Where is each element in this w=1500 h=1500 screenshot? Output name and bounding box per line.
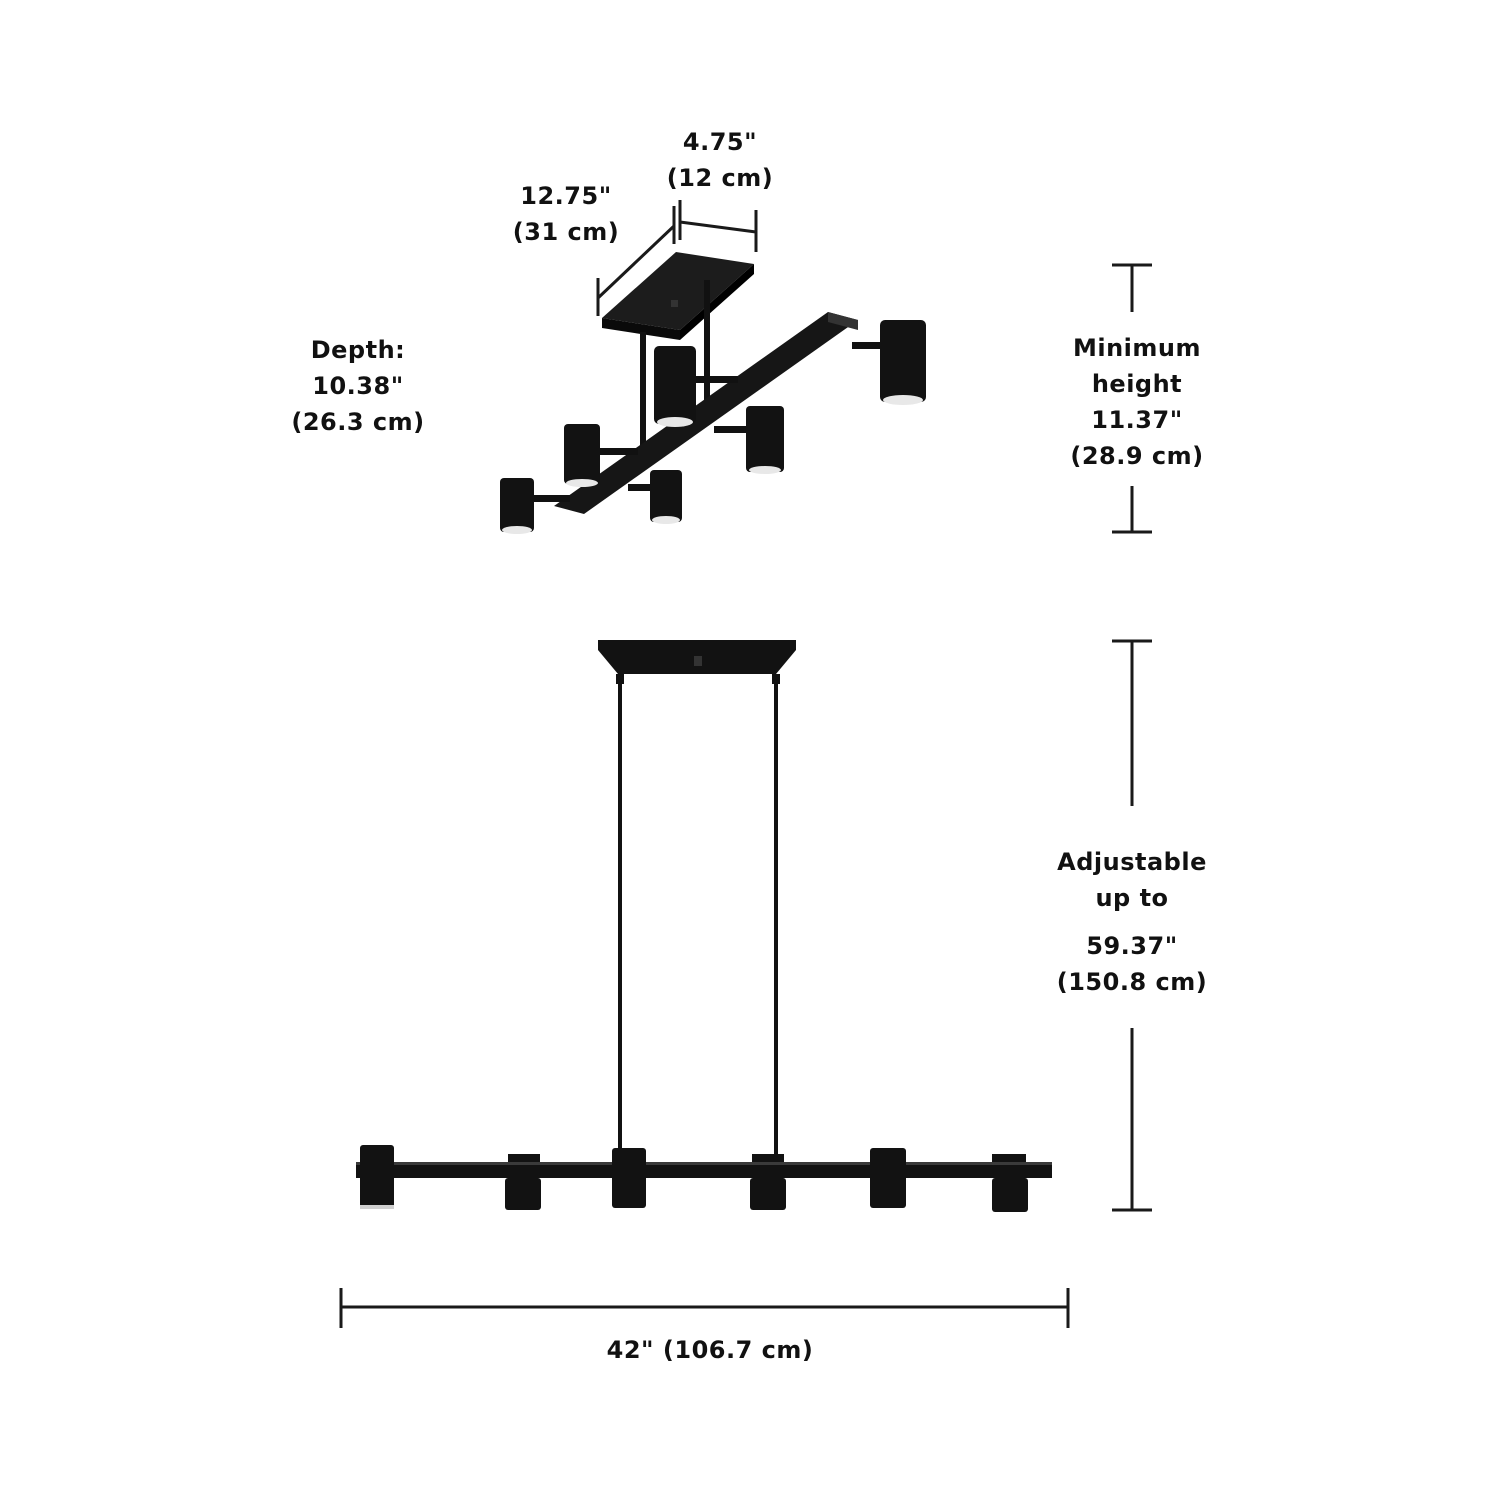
front-spotlight bbox=[612, 1148, 646, 1208]
adjustable-cm: (150.8 cm) bbox=[1056, 968, 1208, 996]
angled-spotlight bbox=[880, 320, 926, 405]
depth-label: Depth: 10.38" (26.3 cm) bbox=[268, 332, 448, 440]
adjustable-height-label: Adjustable up to 59.37" (150.8 cm) bbox=[1022, 844, 1242, 1000]
canopy-length-cm: (31 cm) bbox=[512, 218, 620, 246]
front-view-fixture bbox=[356, 640, 1052, 1212]
min-height-title-2: height bbox=[1091, 370, 1183, 398]
width-value: 42" (106.7 cm) bbox=[606, 1336, 814, 1364]
angled-spotlight bbox=[500, 478, 534, 534]
angled-rod bbox=[640, 332, 646, 462]
front-rod bbox=[618, 684, 622, 1150]
angled-rod bbox=[704, 280, 710, 400]
adjustable-title-1: Adjustable bbox=[1057, 848, 1207, 876]
width-label: 42" (106.7 cm) bbox=[560, 1332, 860, 1368]
min-height-dimension-line bbox=[1112, 263, 1152, 534]
depth-cm: (26.3 cm) bbox=[291, 408, 425, 436]
canopy-width-cm: (12 cm) bbox=[666, 164, 774, 192]
angled-canopy bbox=[602, 252, 754, 330]
adjustable-inches: 59.37" bbox=[1086, 932, 1178, 960]
canopy-width-label: 4.75" (12 cm) bbox=[640, 124, 800, 196]
canopy-length-inches: 12.75" bbox=[520, 182, 612, 210]
angled-view-fixture bbox=[500, 252, 926, 534]
adjustable-height-dimension-line bbox=[1112, 639, 1152, 1212]
front-spotlight bbox=[870, 1148, 906, 1208]
min-height-label: Minimum height 11.37" (28.9 cm) bbox=[1042, 330, 1232, 474]
angled-main-bar bbox=[554, 312, 858, 514]
front-spotlight bbox=[360, 1145, 394, 1209]
min-height-title-1: Minimum bbox=[1072, 334, 1202, 362]
front-spotlight bbox=[505, 1154, 541, 1210]
width-dimension-line bbox=[339, 1288, 1070, 1328]
min-height-inches: 11.37" bbox=[1091, 406, 1183, 434]
canopy-length-label: 12.75" (31 cm) bbox=[486, 178, 646, 250]
angled-spotlight bbox=[650, 470, 682, 524]
front-spotlight bbox=[992, 1154, 1028, 1212]
angled-spotlight bbox=[746, 406, 784, 474]
adjustable-title-2: up to bbox=[1095, 884, 1169, 912]
angled-spotlight bbox=[654, 346, 696, 427]
canopy-width-inches: 4.75" bbox=[682, 128, 758, 156]
depth-title: Depth: bbox=[310, 336, 406, 364]
front-spotlight bbox=[750, 1154, 786, 1210]
canopy-length-dimension-line bbox=[596, 206, 676, 316]
depth-inches: 10.38" bbox=[312, 372, 404, 400]
angled-spotlight bbox=[564, 424, 600, 487]
min-height-cm: (28.9 cm) bbox=[1070, 442, 1204, 470]
canopy-width-dimension-line bbox=[678, 200, 758, 252]
front-rod bbox=[774, 684, 778, 1154]
